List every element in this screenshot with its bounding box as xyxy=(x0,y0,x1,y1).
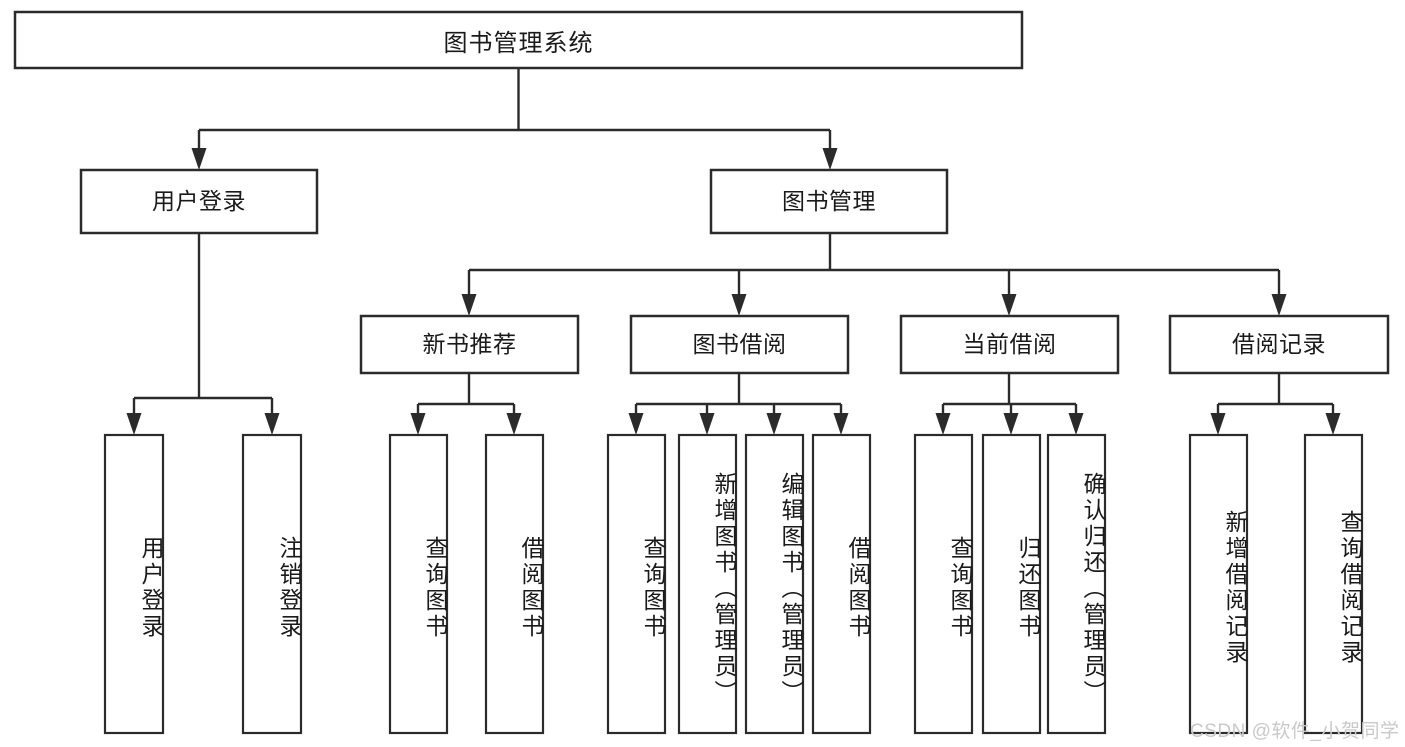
edge-group-new-book-to-leaves xyxy=(410,373,522,435)
node-box-new-book-recommend[interactable] xyxy=(359,314,580,375)
node-box-user-login[interactable] xyxy=(79,168,319,235)
node-box-root[interactable] xyxy=(13,10,1024,70)
node-box-leaf-3[interactable] xyxy=(484,433,545,735)
edge-group-root-to-level2 xyxy=(191,68,838,170)
node-box-leaf-11[interactable] xyxy=(1188,433,1249,735)
node-box-borrow-record[interactable] xyxy=(1168,314,1390,375)
node-box-leaf-6[interactable] xyxy=(744,433,805,735)
node-box-leaf-4[interactable] xyxy=(606,433,667,735)
node-box-leaf-8[interactable] xyxy=(913,433,974,735)
node-box-book-borrow[interactable] xyxy=(629,314,850,375)
node-box-current-borrow[interactable] xyxy=(899,314,1120,375)
node-box-leaf-10[interactable] xyxy=(1046,433,1107,735)
node-box-leaf-9[interactable] xyxy=(981,433,1042,735)
node-box-leaf-2[interactable] xyxy=(388,433,449,735)
node-box-leaf-1[interactable] xyxy=(241,433,303,735)
edge-group-book-mgmt-to-level3 xyxy=(461,233,1287,316)
edge-group-user-login-to-leaves xyxy=(126,233,280,435)
node-box-leaf-7[interactable] xyxy=(811,433,872,735)
edge-group-borrow-to-leaves xyxy=(628,373,849,435)
edge-group-borrow-record-to-leaves xyxy=(1210,373,1341,435)
node-box-leaf-5[interactable] xyxy=(677,433,738,735)
edge-group-current-borrow-to-leaves xyxy=(935,373,1084,435)
csdn-watermark: CSDN @软件_小贺同学 xyxy=(1190,721,1400,742)
node-box-book-management[interactable] xyxy=(709,168,949,235)
node-box-leaf-12[interactable] xyxy=(1303,433,1364,735)
node-box-leaf-0[interactable] xyxy=(103,433,165,735)
